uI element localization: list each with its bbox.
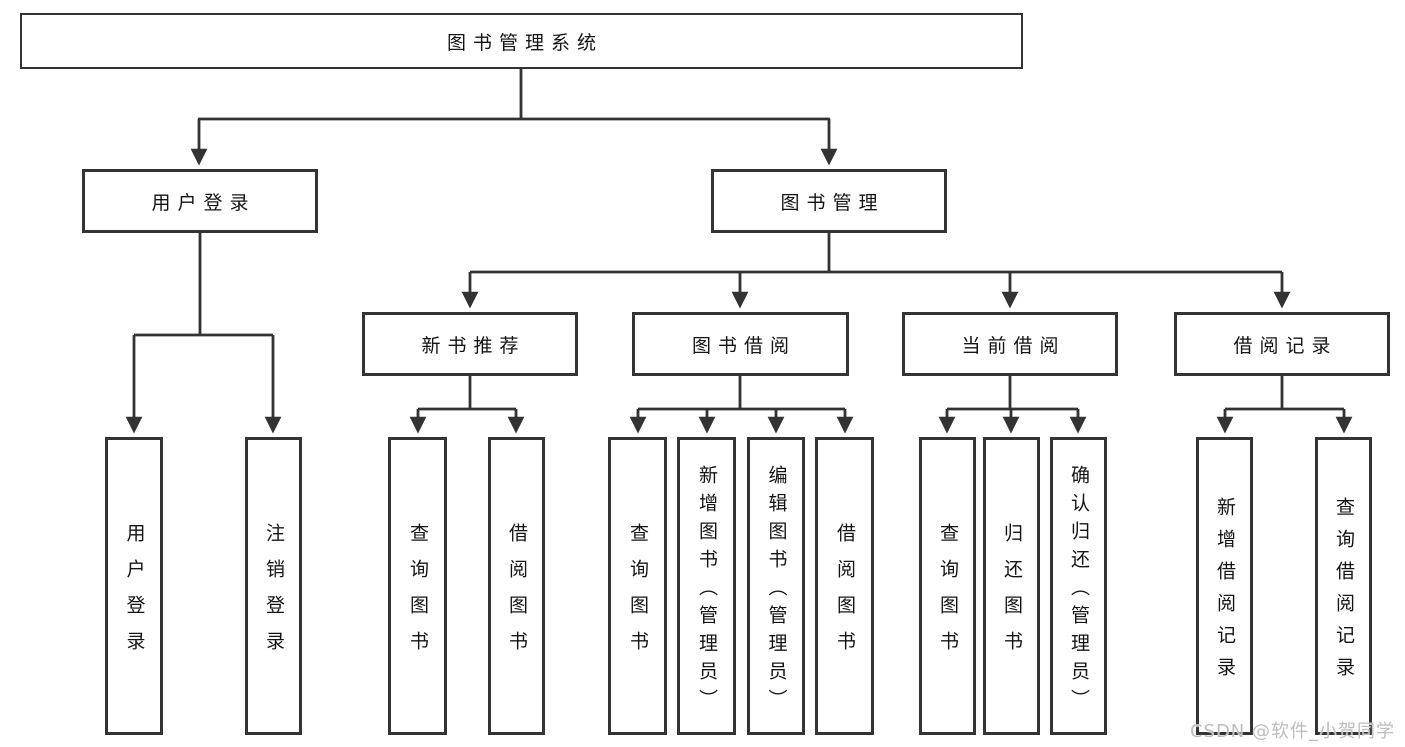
node-book-management: 图书管理: [711, 169, 947, 233]
leaf-query-books-recommend: 查询图书: [388, 437, 447, 735]
leaf-add-books-admin: 新增图书（管理员）: [677, 437, 736, 735]
leaf-label: 用户登录: [123, 522, 146, 667]
leaf-logout: 注销登录: [245, 437, 302, 735]
leaf-label: 查询图书: [627, 522, 649, 667]
leaf-label: 借阅图书: [834, 522, 856, 667]
leaf-borrow-books-borrowing: 借阅图书: [815, 437, 874, 735]
leaf-query-books-current: 查询图书: [919, 437, 976, 735]
leaf-label: 新增借阅记录: [1214, 496, 1236, 689]
node-label: 用户登录: [151, 191, 256, 214]
node-label: 图书管理系统: [446, 31, 603, 54]
csdn-watermark: CSDN @软件_小贺同学: [1189, 721, 1395, 742]
node-label: 图书管理: [780, 191, 885, 214]
leaf-user-login: 用户登录: [105, 437, 163, 735]
leaf-edit-books-admin: 编辑图书（管理员）: [747, 437, 805, 735]
node-new-book-recommend: 新书推荐: [362, 312, 578, 376]
leaf-borrow-books-recommend: 借阅图书: [488, 437, 545, 735]
leaf-add-borrow-record: 新增借阅记录: [1196, 437, 1253, 735]
leaf-label: 查询借阅记录: [1333, 496, 1355, 689]
leaf-query-books-borrowing: 查询图书: [608, 437, 667, 735]
leaf-label: 确认归还（管理员）: [1068, 464, 1090, 717]
leaf-label: 归还图书: [1001, 522, 1023, 667]
node-user-login: 用户登录: [82, 169, 318, 233]
node-book-borrowing: 图书借阅: [632, 312, 849, 376]
leaf-confirm-return-admin: 确认归还（管理员）: [1050, 437, 1107, 735]
leaf-label: 注销登录: [263, 522, 285, 667]
node-current-borrowing: 当前借阅: [902, 312, 1118, 376]
leaf-label: 查询图书: [937, 522, 959, 667]
leaf-label: 新增图书（管理员）: [696, 464, 718, 717]
leaf-label: 编辑图书（管理员）: [765, 464, 788, 717]
leaf-query-borrow-record: 查询借阅记录: [1315, 437, 1372, 735]
node-borrowing-records: 借阅记录: [1174, 312, 1390, 376]
leaf-label: 借阅图书: [506, 522, 528, 667]
node-label: 借阅记录: [1233, 334, 1338, 357]
node-label: 当前借阅: [961, 334, 1066, 357]
node-label: 图书借阅: [691, 334, 796, 357]
node-label: 新书推荐: [421, 334, 526, 357]
node-library-management-system: 图书管理系统: [20, 13, 1023, 69]
leaf-label: 查询图书: [407, 522, 429, 667]
leaf-return-books: 归还图书: [983, 437, 1040, 735]
